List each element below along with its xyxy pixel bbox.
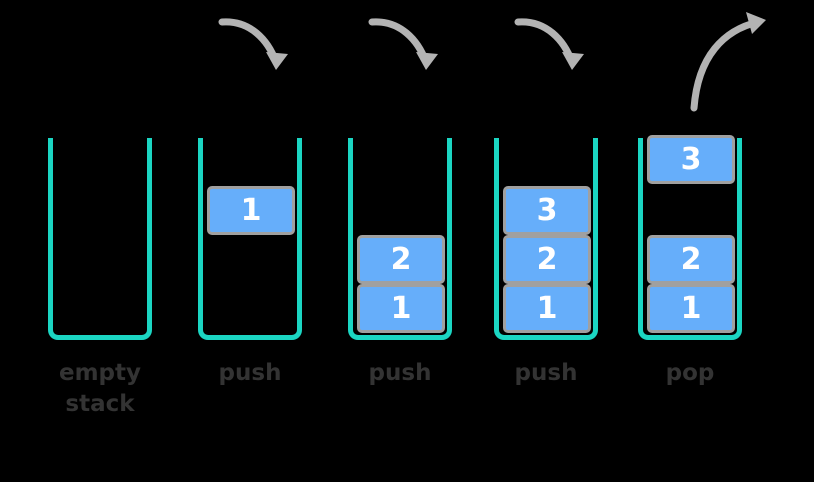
stack-step-2: 1 push [192,0,342,482]
stack-block-1: 1 [647,284,735,333]
stack-block-2: 2 [357,235,445,284]
push-arrow-icon [218,18,288,70]
stack-block-1: 1 [207,186,295,235]
push-arrow-icon [368,18,438,70]
step-caption: pop [632,358,748,389]
stack-step-1: empty stack [42,0,192,482]
step-caption: push [192,358,308,389]
step-caption-line1: push [368,360,432,386]
stack-block-1: 1 [503,284,591,333]
step-caption: push [488,358,604,389]
step-caption: push [342,358,458,389]
stack-blocks [48,138,152,340]
stack-block-1: 1 [357,284,445,333]
step-caption-line2: stack [65,391,135,418]
step-caption: empty stack [42,358,158,420]
pop-arrow-icon [690,12,766,112]
stack-blocks: 1 [198,138,302,340]
stack-block-3: 3 [503,186,591,235]
step-caption-line1: pop [665,360,715,386]
stack-block-3: 3 [647,135,735,184]
stack-block-2: 2 [503,235,591,284]
step-caption-line1: push [218,360,282,386]
stack-block-2: 2 [647,235,735,284]
step-caption-line1: push [514,360,578,386]
push-arrow-icon [514,18,584,70]
step-caption-line1: empty [58,360,142,386]
